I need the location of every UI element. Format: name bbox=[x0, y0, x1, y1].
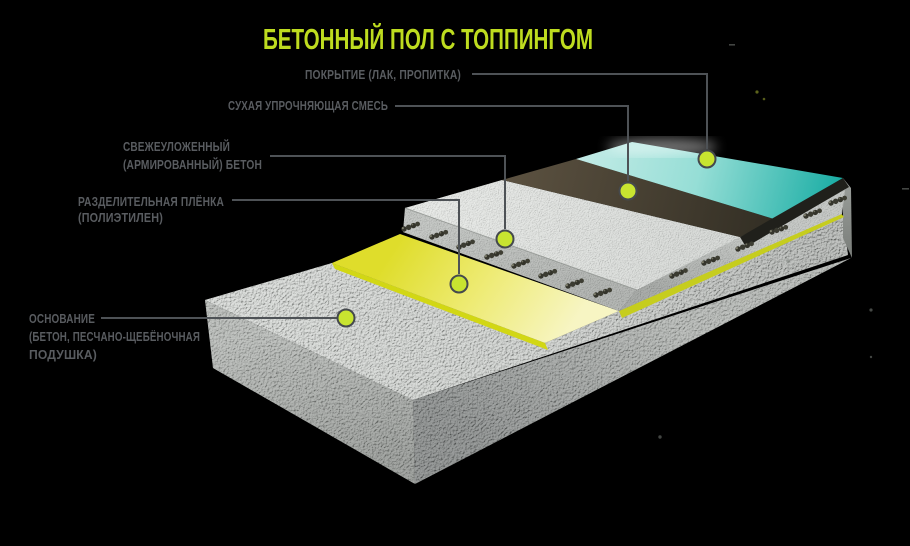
callout-base-label-line3: ПОДУШКА) bbox=[29, 347, 97, 362]
coating-dark-edge bbox=[740, 178, 849, 247]
layer-dry-mix-top bbox=[502, 159, 774, 237]
callout-dry-mix-label: СУХАЯ УПРОЧНЯЮЩАЯ СМЕСЬ bbox=[228, 98, 388, 113]
callout-separating-film: РАЗДЕЛИТЕЛЬНАЯ ПЛЁНКА (ПОЛИЭТИЛЕН) bbox=[78, 194, 469, 294]
callout-dry-mix: СУХАЯ УПРОЧНЯЮЩАЯ СМЕСЬ bbox=[228, 98, 638, 201]
layer-base-block bbox=[205, 178, 852, 484]
callout-base-label-line2: (БЕТОН, ПЕСЧАНО-ЩЕБЁНОЧНАЯ bbox=[29, 329, 200, 344]
callout-fresh-concrete-label-line2: (АРМИРОВАННЫЙ) БЕТОН bbox=[123, 157, 262, 172]
callout-base-marker bbox=[336, 308, 356, 328]
callout-separating-film-line bbox=[232, 199, 460, 274]
film-top-face bbox=[332, 234, 619, 343]
layer-separating-film bbox=[332, 211, 844, 350]
step-edge-line bbox=[404, 207, 638, 291]
film-front-edge bbox=[332, 263, 548, 350]
coating-highlight bbox=[607, 138, 717, 156]
callout-coating-marker bbox=[697, 149, 717, 169]
coating-top-face bbox=[576, 142, 843, 219]
callout-coating: ПОКРЫТИЕ (ЛАК, ПРОПИТКА) bbox=[305, 67, 717, 169]
layer-coating bbox=[576, 138, 849, 247]
callout-separating-film-label-line2: (ПОЛИЭТИЛЕН) bbox=[78, 210, 163, 225]
callout-base-label-line1: ОСНОВАНИЕ bbox=[29, 311, 95, 326]
callout-fresh-concrete-marker bbox=[495, 229, 515, 249]
callout-fresh-concrete-label-line1: СВЕЖЕУЛОЖЕННЫЙ bbox=[123, 139, 230, 154]
callout-coating-label: ПОКРЫТИЕ (ЛАК, ПРОПИТКА) bbox=[305, 67, 461, 82]
film-right-edge-line bbox=[619, 211, 844, 318]
callout-separating-film-label-line1: РАЗДЕЛИТЕЛЬНАЯ ПЛЁНКА bbox=[78, 194, 224, 209]
dust-specks bbox=[658, 44, 909, 439]
callout-fresh-concrete-line bbox=[270, 155, 506, 229]
page-title: БЕТОННЫЙ ПОЛ С ТОППИНГОМ bbox=[263, 22, 593, 56]
callout-separating-film-marker bbox=[449, 274, 469, 294]
callout-dry-mix-marker bbox=[618, 181, 638, 201]
callout-fresh-concrete: СВЕЖЕУЛОЖЕННЫЙ (АРМИРОВАННЫЙ) БЕТОН bbox=[123, 139, 515, 249]
callout-dry-mix-line bbox=[395, 105, 629, 181]
callout-coating-line bbox=[472, 73, 708, 149]
callout-base: ОСНОВАНИЕ (БЕТОН, ПЕСЧАНО-ЩЕБЁНОЧНАЯ ПОД… bbox=[29, 308, 356, 362]
